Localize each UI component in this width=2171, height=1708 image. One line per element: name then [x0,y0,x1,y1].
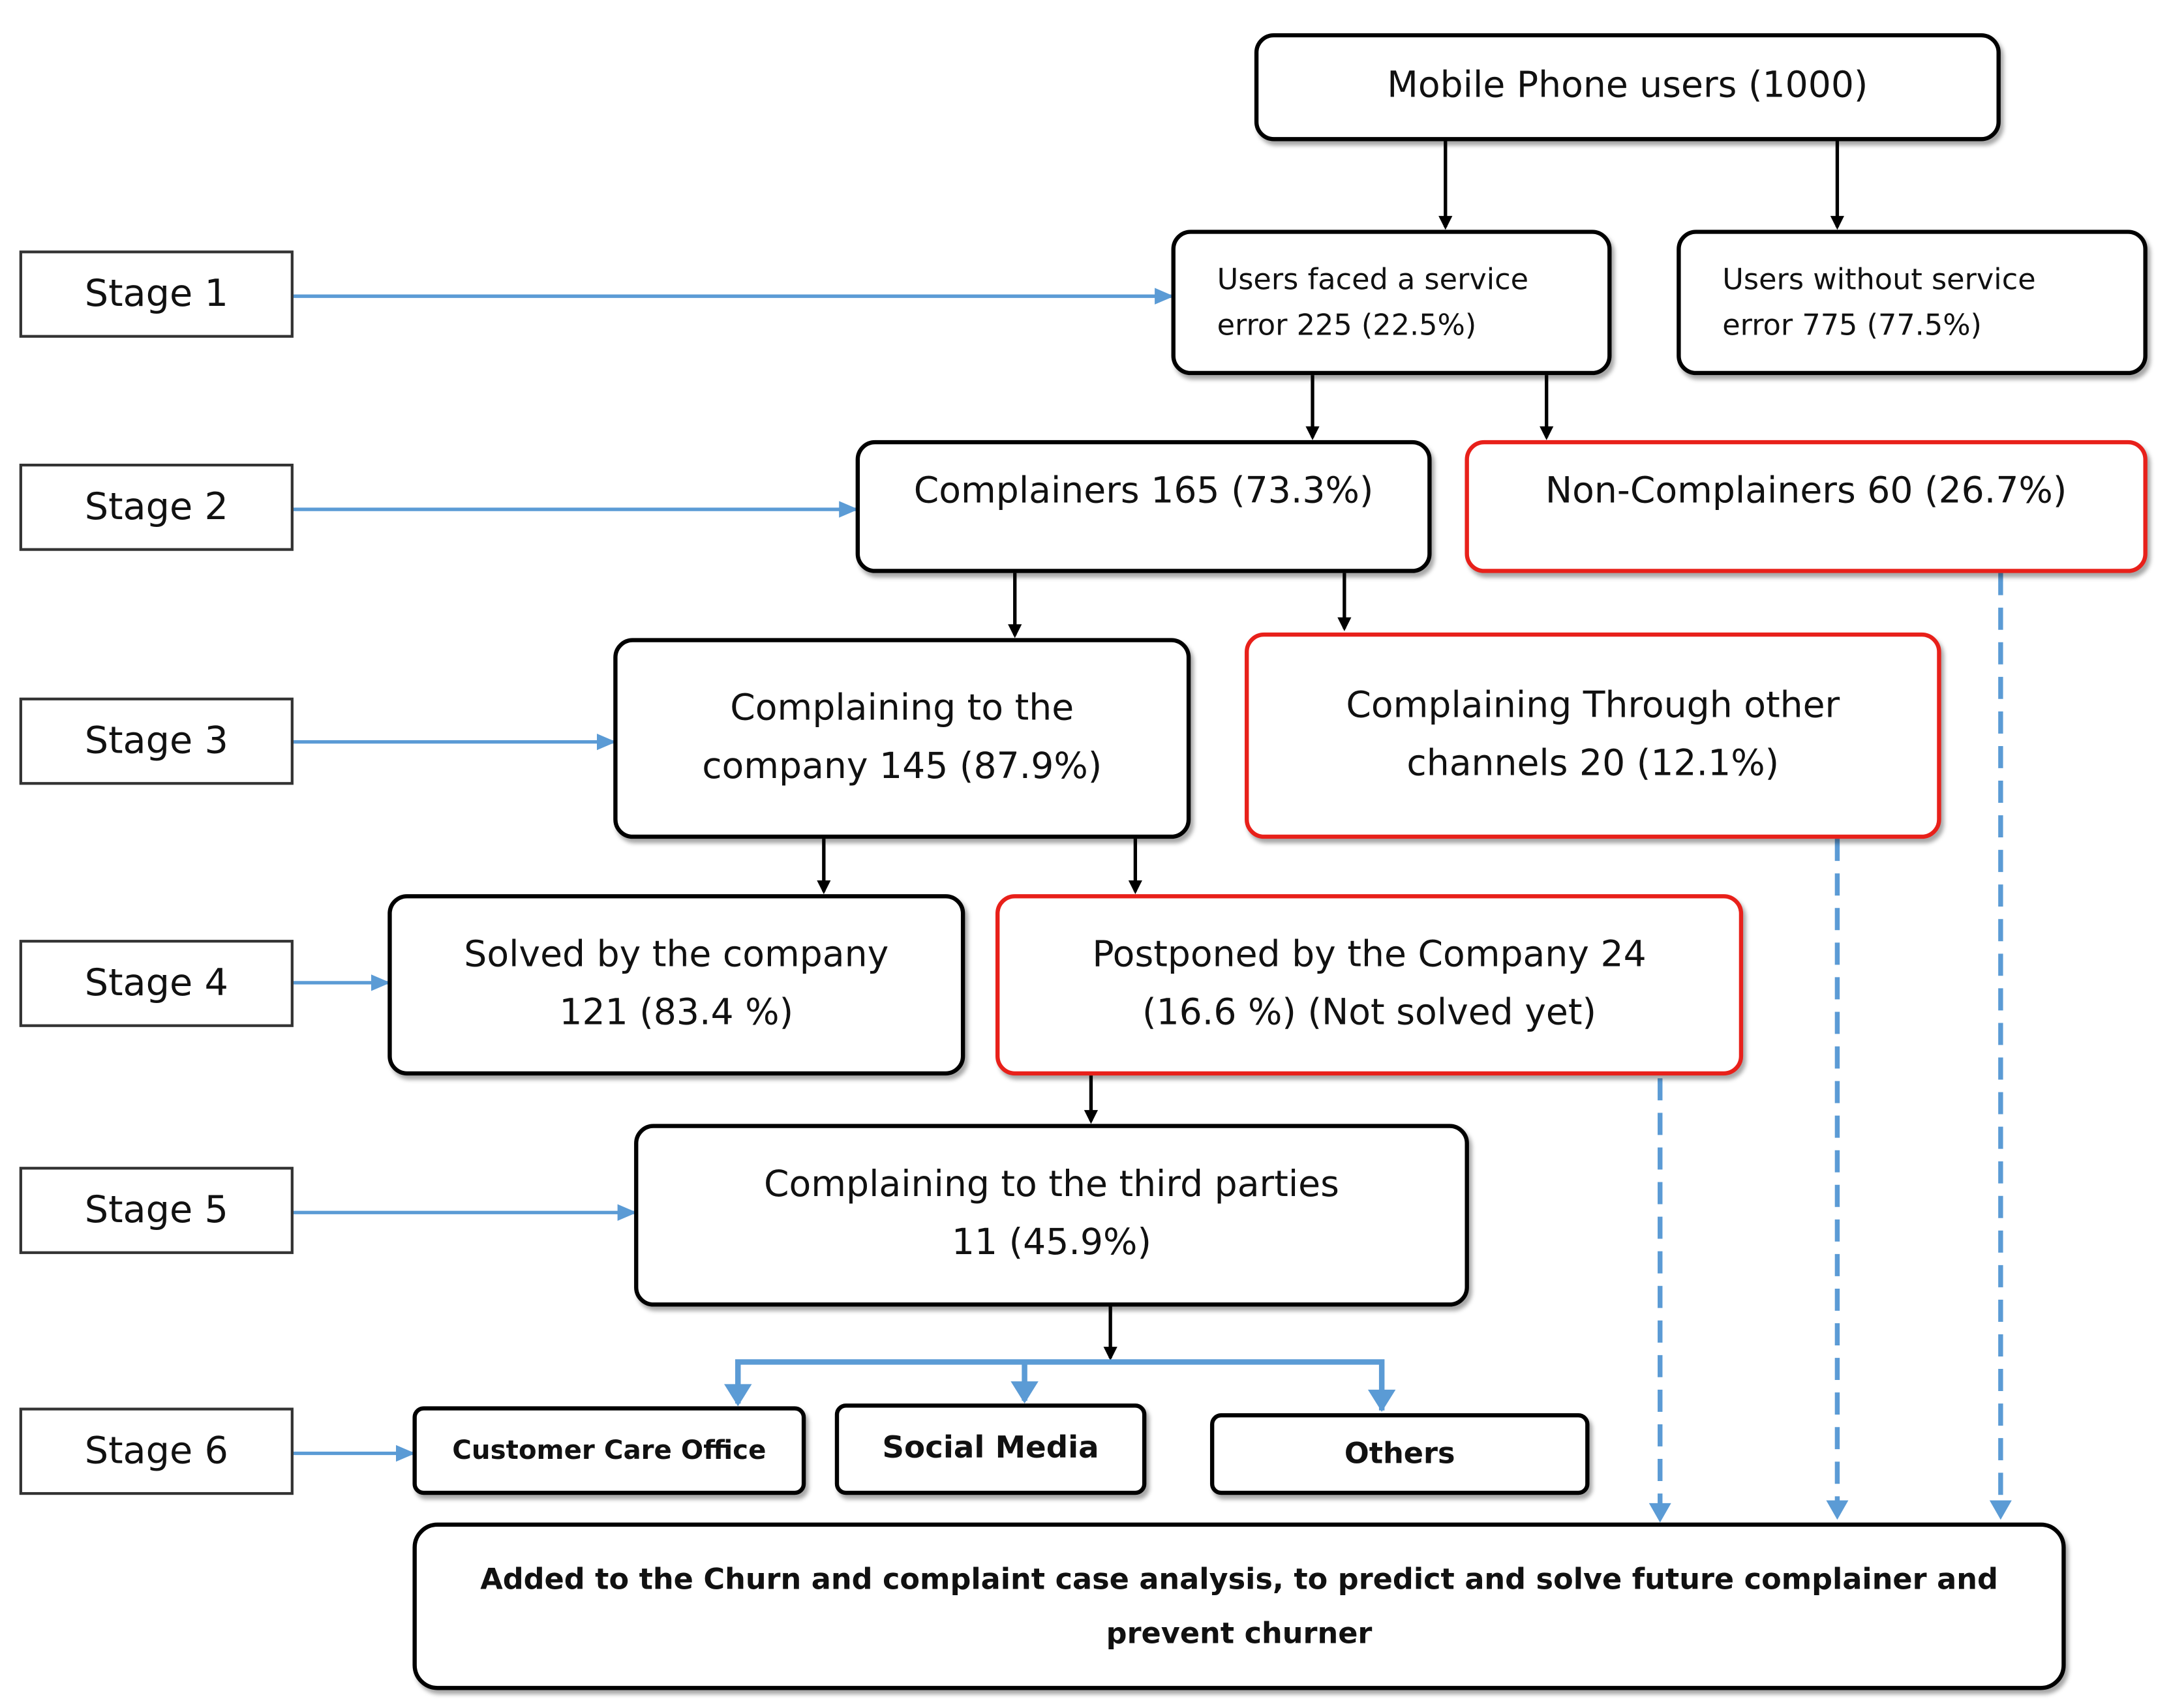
node-others-text: Others [1344,1436,1455,1470]
node-faced-error: Users faced a service error 225 (22.5%) [1171,230,1612,376]
node-complainers-text: Complainers 165 (73.3%) [913,470,1374,513]
node-without-error-text: Users without service error 775 (77.5%) [1722,263,2036,342]
node-other-channels-text: Complaining Through other channels 20 (1… [1346,685,1840,785]
node-final: Added to the Churn and complaint case an… [412,1522,2066,1690]
branch-arrowhead-customer [724,1384,752,1407]
node-solved: Solved by the company 121 (83.4 %) [387,894,965,1076]
node-complainers: Complainers 165 (73.3%) [855,440,1432,573]
stage-2-text: Stage 2 [84,485,228,529]
node-customer-care: Customer Care Office [412,1406,806,1495]
node-customer-care-text: Customer Care Office [452,1435,767,1466]
node-faced-error-text: Users faced a service error 225 (22.5%) [1217,263,1529,342]
node-other-channels: Complaining Through other channels 20 (1… [1245,632,1941,839]
node-to-company-text: Complaining to the company 145 (87.9%) [702,687,1102,787]
stage-5-label: Stage 5 [19,1167,294,1254]
node-social-media: Social Media [834,1403,1147,1495]
dashed-arrowhead-2 [1826,1500,1849,1520]
stage-4-label: Stage 4 [19,940,294,1027]
branch-connector [735,1359,1385,1411]
branch-arrowhead-social [1010,1381,1039,1404]
dashed-arrowhead-3 [1989,1500,2012,1520]
node-non-complainers-text: Non-Complainers 60 (26.7%) [1545,470,2067,513]
node-to-company: Complaining to the company 145 (87.9%) [613,638,1191,839]
node-root-text: Mobile Phone users (1000) [1387,65,1868,107]
node-third-parties-text: Complaining to the third parties 11 (45.… [764,1164,1339,1264]
stage-6-label: Stage 6 [19,1407,294,1495]
stage-2-label: Stage 2 [19,464,294,551]
node-postponed: Postponed by the Company 24 (16.6 %) (No… [995,894,1744,1076]
node-without-error: Users without service error 775 (77.5%) [1677,230,2148,376]
stage-3-text: Stage 3 [84,719,228,763]
node-non-complainers: Non-Complainers 60 (26.7%) [1465,440,2148,573]
stage-6-text: Stage 6 [84,1430,228,1473]
stage-5-text: Stage 5 [84,1189,228,1232]
stage-4-text: Stage 4 [84,962,228,1005]
node-root: Mobile Phone users (1000) [1254,33,2001,142]
stage-3-label: Stage 3 [19,697,294,785]
stage-1-label: Stage 1 [19,250,294,338]
dashed-arrowhead-1 [1648,1503,1671,1523]
stage-1-text: Stage 1 [84,273,228,316]
node-others: Others [1209,1413,1590,1495]
branch-arrowhead-others [1367,1389,1396,1412]
node-social-media-text: Social Media [882,1431,1099,1467]
node-third-parties: Complaining to the third parties 11 (45.… [634,1124,1469,1307]
node-postponed-text: Postponed by the Company 24 (16.6 %) (No… [1092,934,1647,1034]
node-final-text: Added to the Churn and complaint case an… [480,1562,1998,1649]
node-solved-text: Solved by the company 121 (83.4 %) [464,934,889,1034]
